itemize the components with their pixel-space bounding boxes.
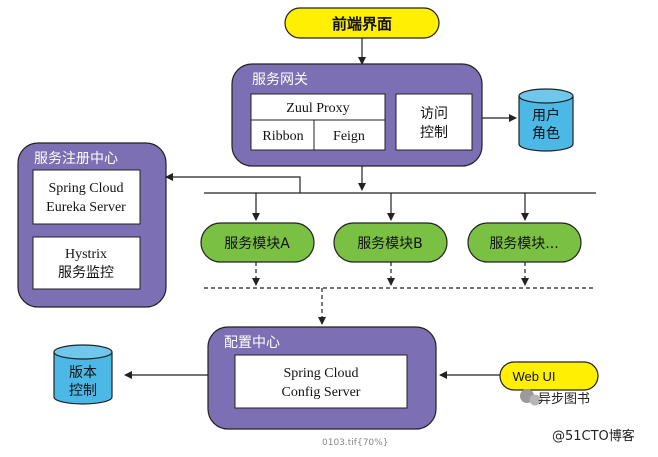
eureka-line2: Eureka Server [46, 200, 126, 215]
gateway-group: 服务网关 Zuul Proxy Ribbon Feign 访问 控制 [231, 63, 483, 167]
wechat-logo-icon [520, 389, 541, 406]
web-ui-label: Web UI [512, 369, 555, 384]
module-c: 服务模块... [467, 222, 582, 263]
hystrix-line2: 服务监控 [58, 265, 114, 281]
eureka-line1: Spring Cloud [48, 181, 123, 196]
ribbon-label: Ribbon [262, 129, 303, 144]
config-server-line1: Spring Cloud [283, 366, 358, 381]
zuul-proxy-label: Zuul Proxy [286, 101, 349, 116]
registry-group: 服务注册中心 Spring Cloud Eureka Server Hystri… [17, 142, 167, 308]
hystrix-line1: Hystrix [65, 247, 107, 262]
registry-title: 服务注册中心 [34, 151, 118, 167]
watermark-publisher: 异步图书 [538, 392, 591, 407]
version-control-line2: 控制 [69, 383, 97, 399]
user-role-line1: 用户 [532, 107, 560, 124]
config-group: 配置中心 Spring Cloud Config Server [207, 326, 437, 430]
watermark-blog: @51CTO博客 [552, 429, 635, 444]
web-ui-node: Web UI [499, 361, 599, 391]
frontend-node: 前端界面 [284, 7, 440, 39]
module-a-label: 服务模块A [224, 236, 290, 252]
version-control-db: 版本 控制 [53, 344, 113, 405]
figure-caption: 0103.tif{70%} [322, 438, 389, 448]
module-b-label: 服务模块B [357, 236, 423, 252]
feign-label: Feign [333, 129, 365, 144]
version-control-line1: 版本 [69, 365, 97, 381]
user-role-db: 用户 角色 [518, 88, 574, 152]
user-role-line2: 角色 [532, 125, 560, 142]
config-title: 配置中心 [224, 335, 280, 351]
access-control-line2: 控制 [420, 125, 448, 141]
gateway-title: 服务网关 [252, 72, 308, 88]
access-control-line1: 访问 [420, 106, 448, 122]
config-server-line2: Config Server [282, 385, 361, 400]
edge-bus-registry [165, 173, 301, 193]
module-a: 服务模块A [200, 222, 315, 263]
module-c-label: 服务模块... [489, 236, 558, 252]
module-b: 服务模块B [333, 222, 448, 263]
frontend-label: 前端界面 [332, 15, 392, 33]
dashed-connectors [204, 262, 596, 325]
